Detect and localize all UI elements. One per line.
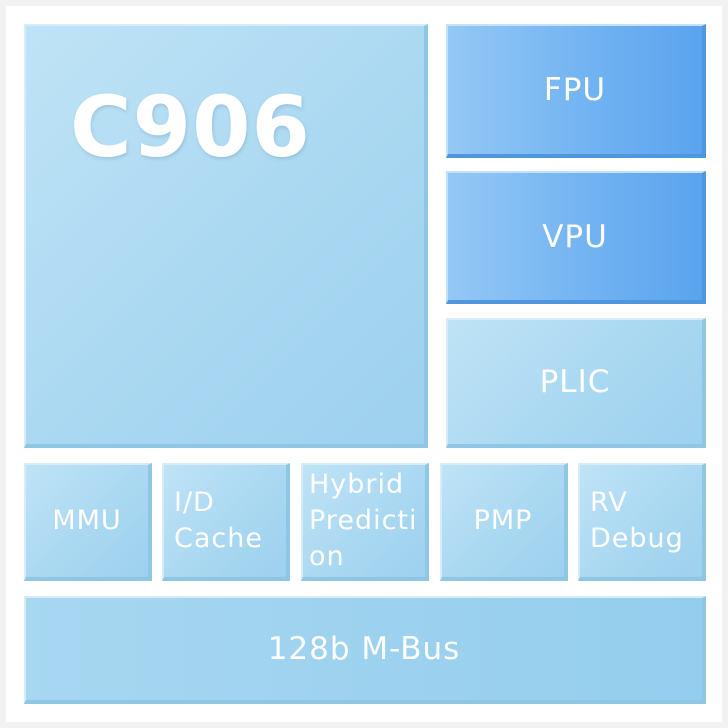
vpu-label: VPU [542,218,608,255]
cache-block: I/D Cache [162,463,290,581]
core-title: C906 [70,78,311,176]
hybrid-prediction-label: Hybrid Predicti on [309,469,418,572]
core-block [24,24,428,448]
cache-label: I/D Cache [174,487,263,554]
fpu-block: FPU [446,24,706,158]
mmu-label: MMU [52,505,122,536]
plic-block: PLIC [446,318,706,448]
rv-debug-label: RV Debug [590,487,684,554]
pmp-block: PMP [440,463,568,581]
pmp-label: PMP [473,505,533,536]
m-bus-label: 128b M-Bus [267,631,461,667]
rv-debug-block: RV Debug [578,463,706,581]
m-bus-block: 128b M-Bus [24,596,706,704]
fpu-label: FPU [543,72,607,108]
mmu-block: MMU [24,463,152,581]
hybrid-prediction-block: Hybrid Predicti on [301,463,429,581]
plic-label: PLIC [539,364,611,400]
vpu-block: VPU [446,171,706,304]
